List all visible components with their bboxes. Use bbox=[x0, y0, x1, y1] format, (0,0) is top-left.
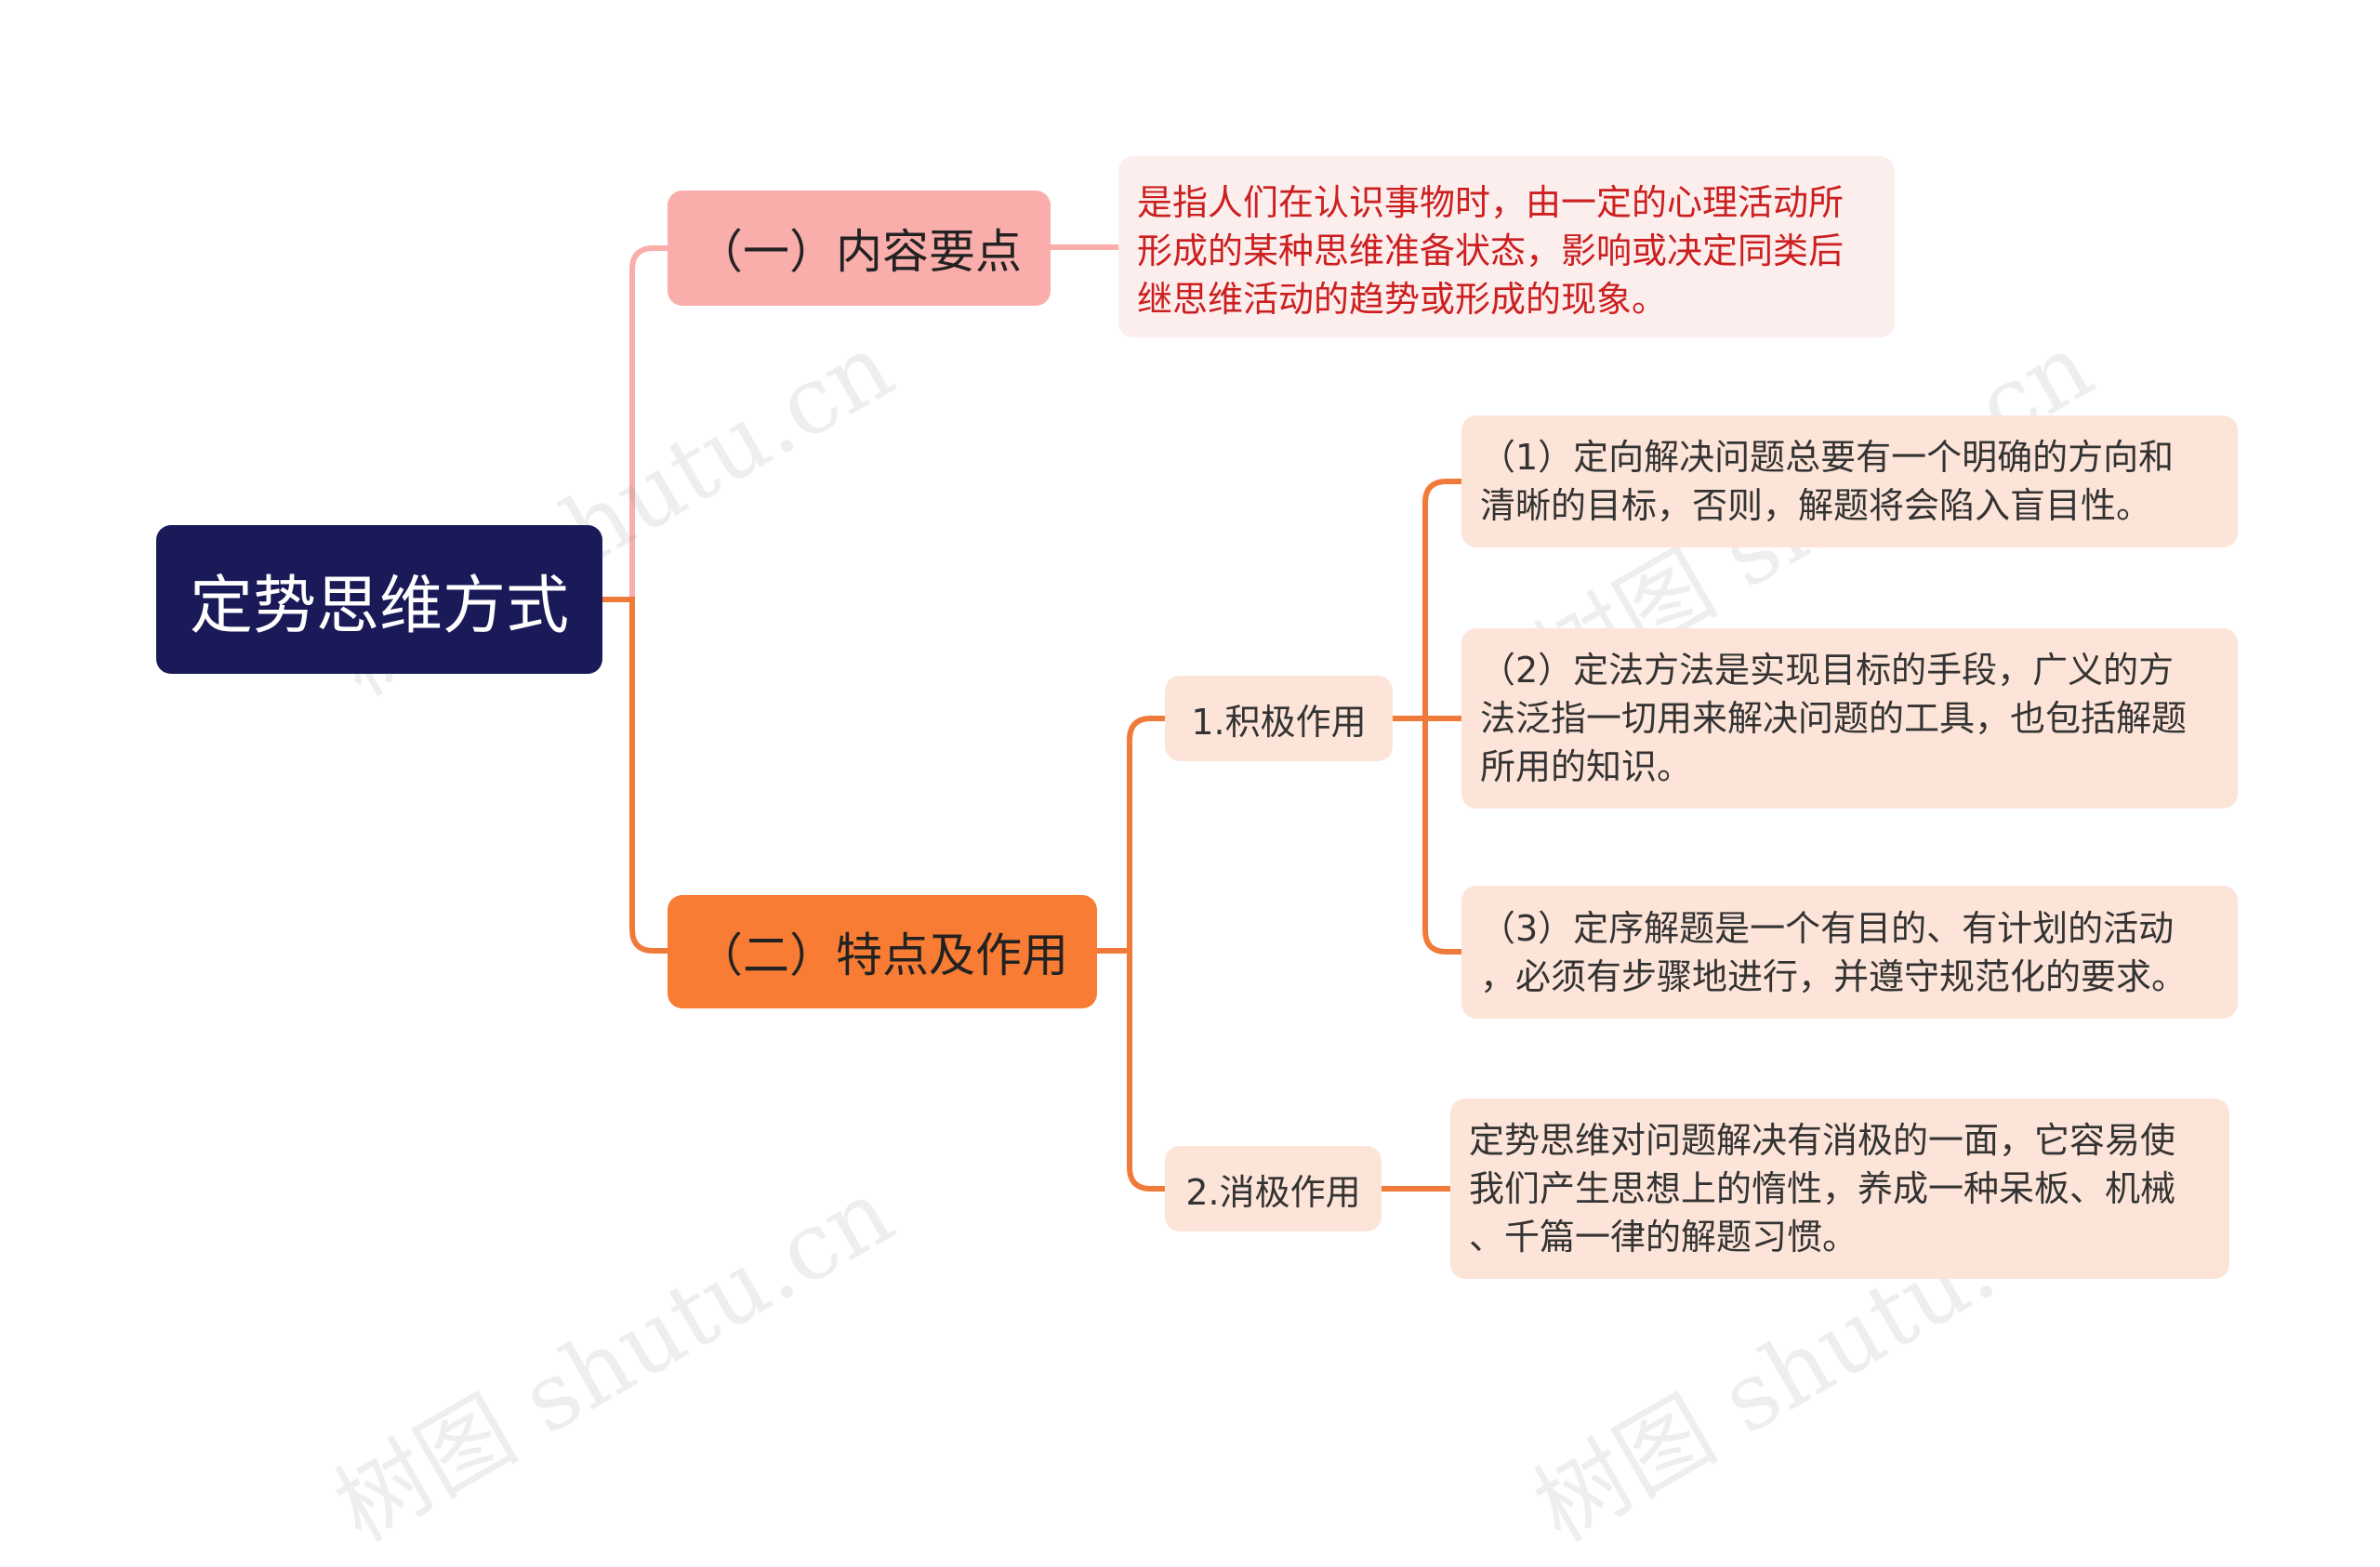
leaf-line: 所用的知识。 bbox=[1480, 746, 1693, 787]
leaf-line: 、千篇一律的解题习惯。 bbox=[1469, 1217, 1858, 1258]
section2-label: （二）特点及作用 bbox=[696, 928, 1068, 982]
section2-node[interactable]: （二）特点及作用 bbox=[668, 895, 1097, 1008]
positive-item-2-node[interactable]: （2）定法方法是实现目标的手段，广义的方 法泛指一切用来解决问题的工具，也包括解… bbox=[1461, 628, 2238, 809]
description-line: 是指人们在认识事物时，由一定的心理活动所 bbox=[1137, 182, 1844, 223]
positive-item-1-node[interactable]: （1）定向解决问题总要有一个明确的方向和 清晰的目标，否则，解题将会陷入盲目性。 bbox=[1461, 415, 2238, 547]
connector-lines bbox=[600, 244, 1464, 1192]
link-section2-positive bbox=[1094, 716, 1168, 954]
leaf-line: 清晰的目标，否则，解题将会陷入盲目性。 bbox=[1480, 485, 2152, 526]
leaf-line: （1）定向解决问题总要有一个明确的方向和 bbox=[1480, 437, 2175, 478]
leaf-line: （2）定法方法是实现目标的手段，广义的方 bbox=[1480, 650, 2175, 691]
section1-description-node[interactable]: 是指人们在认识事物时，由一定的心理活动所 形成的某种思维准备状态，影响或决定同类… bbox=[1118, 156, 1895, 337]
link-root-section2 bbox=[600, 597, 670, 954]
negative-effect-node[interactable]: 2.消极作用 bbox=[1165, 1146, 1382, 1231]
positive-effect-node[interactable]: 1.积极作用 bbox=[1165, 676, 1393, 761]
description-line: 形成的某种思维准备状态，影响或决定同类后 bbox=[1137, 230, 1844, 271]
root-node[interactable]: 定势思维方式 bbox=[156, 525, 602, 674]
link-positive-leaf1 bbox=[1390, 479, 1464, 721]
leaf-line: （3）定序解题是一个有目的、有计划的活动 bbox=[1480, 907, 2175, 949]
positive-item-3-node[interactable]: （3）定序解题是一个有目的、有计划的活动 ，必须有步骤地进行，并遵守规范化的要求… bbox=[1461, 886, 2238, 1019]
section1-label: （一）内容要点 bbox=[696, 225, 1022, 279]
negative-effect-label: 2.消极作用 bbox=[1185, 1171, 1361, 1213]
leaf-line: 我们产生思想上的惰性，养成一种呆板、机械 bbox=[1469, 1168, 2176, 1209]
leaf-line: 定势思维对问题解决有消极的一面，它容易使 bbox=[1469, 1120, 2176, 1161]
leaf-line: ，必须有步骤地进行，并遵守规范化的要求。 bbox=[1480, 955, 2188, 997]
description-line: 继思维活动的趋势或形成的现象。 bbox=[1137, 279, 1668, 320]
link-positive-leaf3 bbox=[1422, 716, 1464, 955]
link-root-section1 bbox=[600, 245, 670, 602]
root-node-label: 定势思维方式 bbox=[189, 569, 569, 643]
positive-effect-label: 1.积极作用 bbox=[1191, 701, 1367, 743]
negative-item-1-node[interactable]: 定势思维对问题解决有消极的一面，它容易使 我们产生思想上的惰性，养成一种呆板、机… bbox=[1450, 1099, 2229, 1279]
section1-node[interactable]: （一）内容要点 bbox=[668, 191, 1051, 306]
leaf-line: 法泛指一切用来解决问题的工具，也包括解题 bbox=[1480, 698, 2188, 739]
link-section2-negative bbox=[1127, 948, 1168, 1192]
